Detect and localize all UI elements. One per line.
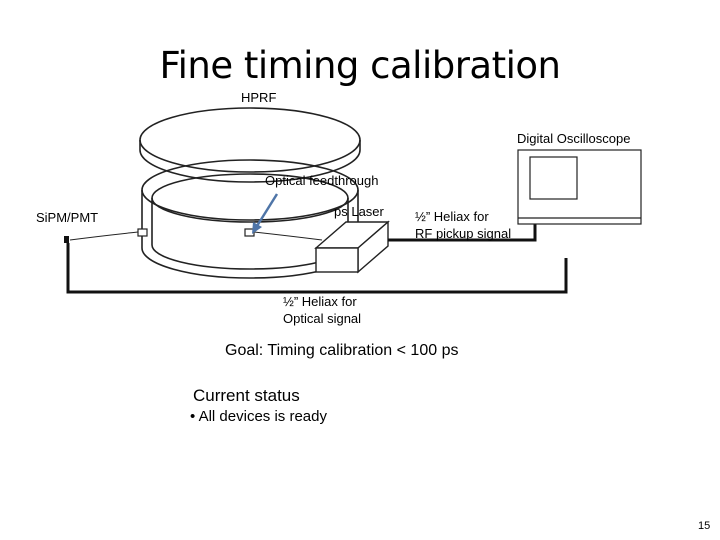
sipm-fiber xyxy=(69,231,139,241)
heliax-optical-label: ½” Heliax for Optical signal xyxy=(283,293,361,327)
heliax-optical-label-line1: ½” Heliax for xyxy=(283,294,357,309)
heliax-rf-label-line1: ½” Heliax for xyxy=(415,209,489,224)
heliax-rf-cable xyxy=(388,222,537,242)
slide-title: Fine timing calibration xyxy=(159,44,561,87)
goal-text: Goal: Timing calibration < 100 ps xyxy=(225,342,459,359)
status-heading: Current status xyxy=(193,386,300,405)
heliax-rf-label: ½” Heliax for RF pickup signal xyxy=(415,208,511,242)
laser-label: ps Laser xyxy=(334,204,384,219)
left-feedthrough-connector xyxy=(137,228,148,237)
heliax-optical-cable xyxy=(66,243,568,294)
oscilloscope xyxy=(517,149,642,225)
sipm-device xyxy=(64,236,69,243)
hprf-label: HPRF xyxy=(241,90,277,105)
oscilloscope-label: Digital Oscilloscope xyxy=(517,131,631,146)
oscilloscope-screen xyxy=(529,156,578,200)
sipm-label: SiPM/PMT xyxy=(36,210,99,225)
heliax-rf-label-line2: RF pickup signal xyxy=(415,226,512,241)
ps-laser-box xyxy=(314,220,390,274)
feedthrough-label: Optical feedthrough xyxy=(265,173,379,188)
heliax-optical-label-line2: Optical signal xyxy=(283,311,362,326)
hprf-top-plate xyxy=(139,107,361,183)
page-number: 15 xyxy=(698,520,711,532)
laser-fiber xyxy=(253,231,323,241)
feedthrough-arrow xyxy=(252,193,279,234)
status-item: • All devices is ready xyxy=(190,408,327,425)
